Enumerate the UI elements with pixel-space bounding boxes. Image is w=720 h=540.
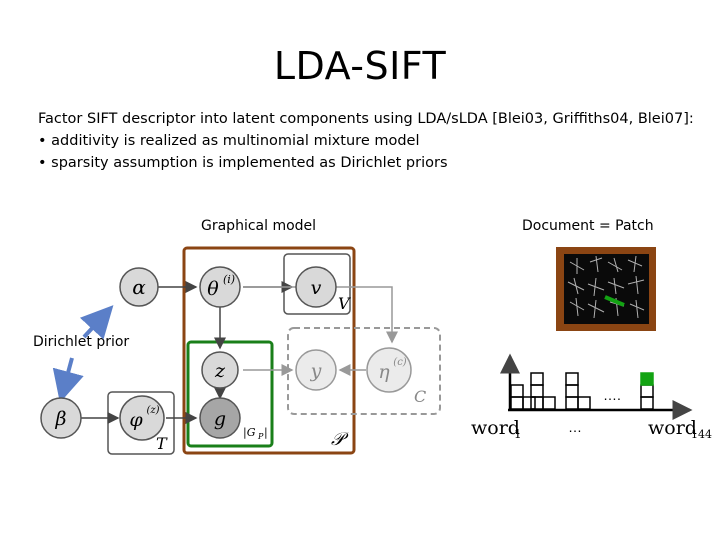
svg-text:|: | (264, 426, 268, 440)
plate-label-gp: |G P | (243, 426, 268, 441)
svg-text:P: P (257, 432, 264, 441)
intro-text: Factor SIFT descriptor into latent compo… (38, 111, 694, 127)
svg-text:(z): (z) (146, 405, 159, 416)
y-node: y (295, 349, 337, 391)
plate-label-v: V (338, 294, 351, 313)
patch-plate (182, 246, 356, 455)
word-first-label: word 1 (471, 417, 522, 441)
svg-text:β: β (55, 408, 67, 430)
svg-text:word: word (648, 417, 697, 439)
bullet-additivity: • additivity is realized as multinomial … (38, 133, 420, 149)
phi-node: φ (z) (119, 395, 165, 441)
svg-text:η: η (378, 361, 390, 383)
word-last-label: word 144 (648, 417, 712, 441)
svg-text:144: 144 (691, 428, 712, 441)
svg-text:z: z (214, 360, 226, 382)
slide-title: LDA-SIFT (273, 44, 447, 88)
eta-node: η (c) (366, 347, 412, 393)
class-plate (287, 327, 441, 415)
svg-text:1: 1 (514, 427, 522, 441)
word-plate (186, 340, 274, 448)
histogram-ellipsis-top: …. (603, 387, 621, 403)
svg-text:(c): (c) (393, 357, 407, 368)
svg-text:y: y (310, 360, 322, 382)
plate-label-t: T (156, 434, 168, 453)
svg-text:φ: φ (129, 409, 143, 431)
svg-text:|G: |G (243, 426, 256, 440)
plate-label-p: 𝒫 (331, 429, 349, 450)
z-node: z (201, 351, 239, 389)
svg-text:g: g (214, 408, 226, 430)
svg-text:(i): (i) (223, 273, 235, 286)
alpha-node: α (119, 267, 159, 307)
patch-image (556, 247, 656, 331)
svg-text:word: word (471, 417, 520, 439)
theta-node: θ (i) (199, 266, 241, 308)
word-histogram: …. … word 1 word 144 (471, 353, 712, 441)
g-node: g (199, 397, 241, 439)
graphical-model-caption: Graphical model (201, 218, 317, 234)
v-node: v (295, 266, 337, 308)
svg-text:v: v (311, 277, 322, 299)
beta-node: β (40, 397, 82, 439)
document-caption: Document = Patch (522, 218, 654, 234)
description: Factor SIFT descriptor into latent compo… (38, 108, 708, 174)
bullet-sparsity: • sparsity assumption is implemented as … (38, 155, 448, 171)
svg-text:α: α (132, 275, 146, 299)
histogram-ellipsis-bottom: … (568, 419, 582, 435)
svg-text:θ: θ (207, 278, 219, 300)
plate-label-c: C (414, 387, 426, 406)
